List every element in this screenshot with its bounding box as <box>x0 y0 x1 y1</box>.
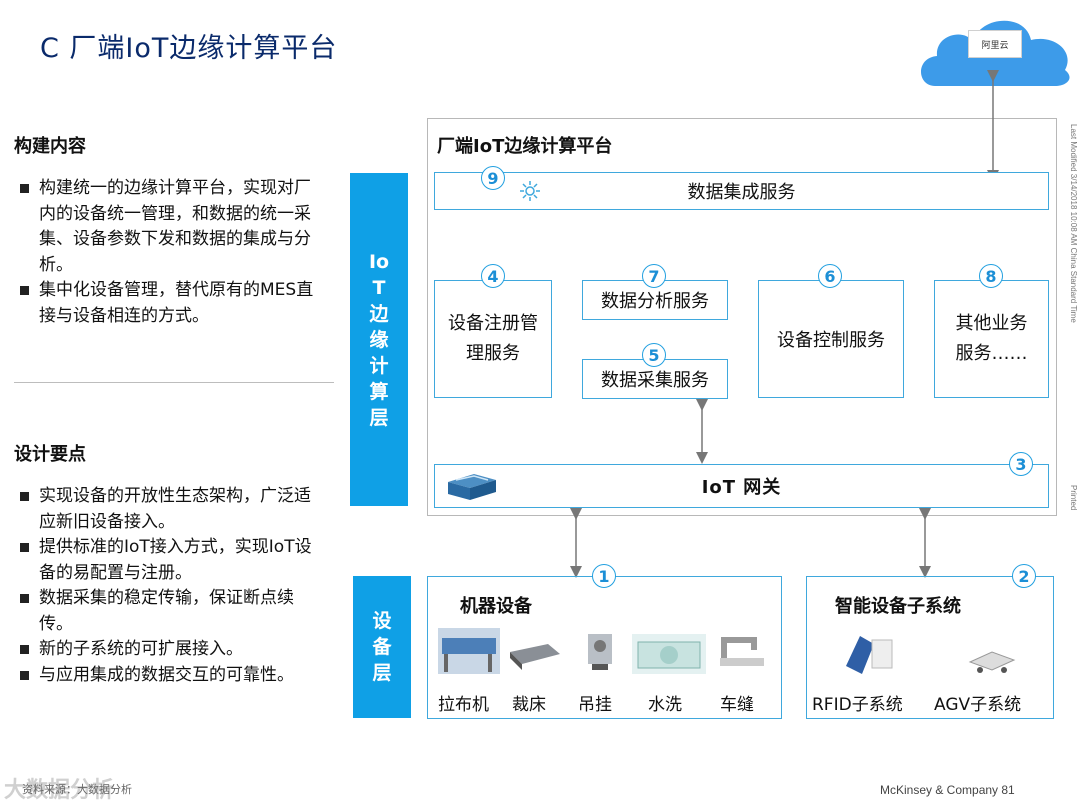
step-number-1: 1 <box>592 564 616 588</box>
printed-note: Printed <box>1069 485 1078 511</box>
iot-edge-layer-label: IoT边缘计算层 <box>350 173 408 506</box>
data-collection-label: 数据采集服务 <box>601 370 709 391</box>
footer-company-page: McKinsey & Company 81 <box>880 783 1015 797</box>
data-integration-label: 数据集成服务 <box>687 182 796 203</box>
smart-devices-title: 智能设备子系统 <box>835 596 961 617</box>
gateway-device-icon <box>448 474 496 500</box>
spreading-machine-image <box>438 628 500 674</box>
iot-gateway: IoT 网关 <box>434 464 1049 508</box>
iot-gateway-label: IoT 网关 <box>701 477 782 498</box>
list-item: 提供标准的IoT接入方式，实现IoT设备的易配置与注册。 <box>14 535 319 586</box>
list-item: 构建统一的边缘计算平台，实现对厂内的设备统一管理，和数据的统一采集、设备参数下发… <box>14 176 319 278</box>
device-label-spreader: 拉布机 <box>438 695 489 715</box>
step-number-2: 2 <box>1012 564 1036 588</box>
device-registration-line1: 设备注册管 <box>448 313 538 334</box>
step-number-5: 5 <box>642 343 666 367</box>
other-business-line2: 服务…… <box>955 343 1028 364</box>
subsystem-label-rfid: RFID子系统 <box>812 695 903 715</box>
device-layer-label: 设备层 <box>353 576 411 718</box>
step-number-7: 7 <box>642 264 666 288</box>
device-label-sewing: 车缝 <box>720 695 754 715</box>
design-heading: 设计要点 <box>14 444 86 465</box>
gear-icon <box>520 181 540 201</box>
agv-device-image <box>964 640 1020 678</box>
step-number-3: 3 <box>1009 452 1033 476</box>
step-number-9: 9 <box>481 166 505 190</box>
step-number-8: 8 <box>979 264 1003 288</box>
washing-machine-image <box>632 634 706 674</box>
device-registration-text: 设备注册管 理服务 <box>448 309 538 369</box>
step-number-6: 6 <box>818 264 842 288</box>
other-business-line1: 其他业务 <box>955 313 1028 334</box>
cloud-provider-logo: 阿里云 <box>968 30 1022 58</box>
list-item: 新的子系统的可扩展接入。 <box>14 637 319 663</box>
sewing-machine-image <box>714 628 770 672</box>
device-label-cutter: 裁床 <box>512 695 546 715</box>
design-list: 实现设备的开放性生态架构，广泛适应新旧设备接入。 提供标准的IoT接入方式，实现… <box>14 484 319 688</box>
other-business-service: 其他业务 服务…… <box>934 280 1049 398</box>
data-analysis-label: 数据分析服务 <box>601 291 709 312</box>
device-control-service: 设备控制服务 <box>758 280 904 398</box>
cutting-bed-image <box>508 636 562 672</box>
last-modified-note: Last Modified 3/14/2018 10:08 AM China S… <box>1069 124 1078 323</box>
source-note: 资料来源：大数据分析 <box>22 783 132 796</box>
rfid-device-image <box>842 630 896 678</box>
device-label-hanger: 吊挂 <box>578 695 612 715</box>
device-registration-service: 设备注册管 理服务 <box>434 280 552 398</box>
platform-title: 厂端IoT边缘计算平台 <box>437 136 613 157</box>
device-label-washer: 水洗 <box>648 695 682 715</box>
page-title: C 厂端IoT边缘计算平台 <box>40 33 338 64</box>
device-control-label: 设备控制服务 <box>777 330 885 351</box>
subsystem-label-agv: AGV子系统 <box>934 695 1022 715</box>
hanging-system-image <box>578 628 622 672</box>
build-list: 构建统一的边缘计算平台，实现对厂内的设备统一管理，和数据的统一采集、设备参数下发… <box>14 176 319 329</box>
machine-devices-title: 机器设备 <box>460 596 532 617</box>
list-item: 与应用集成的数据交互的可靠性。 <box>14 663 319 689</box>
list-item: 实现设备的开放性生态架构，广泛适应新旧设备接入。 <box>14 484 319 535</box>
list-item: 数据采集的稳定传输，保证断点续传。 <box>14 586 319 637</box>
iot-edge-layer-text: IoT边缘计算层 <box>368 250 390 429</box>
other-business-text: 其他业务 服务…… <box>956 309 1028 369</box>
step-number-4: 4 <box>481 264 505 288</box>
device-layer-text: 设备层 <box>372 610 392 684</box>
divider <box>14 382 334 383</box>
device-registration-line2: 理服务 <box>466 343 520 364</box>
watermark: 大数据分析 <box>4 778 115 803</box>
smart-devices-box <box>806 576 1054 719</box>
list-item: 集中化设备管理，替代原有的MES直接与设备相连的方式。 <box>14 278 319 329</box>
build-heading: 构建内容 <box>14 136 86 157</box>
